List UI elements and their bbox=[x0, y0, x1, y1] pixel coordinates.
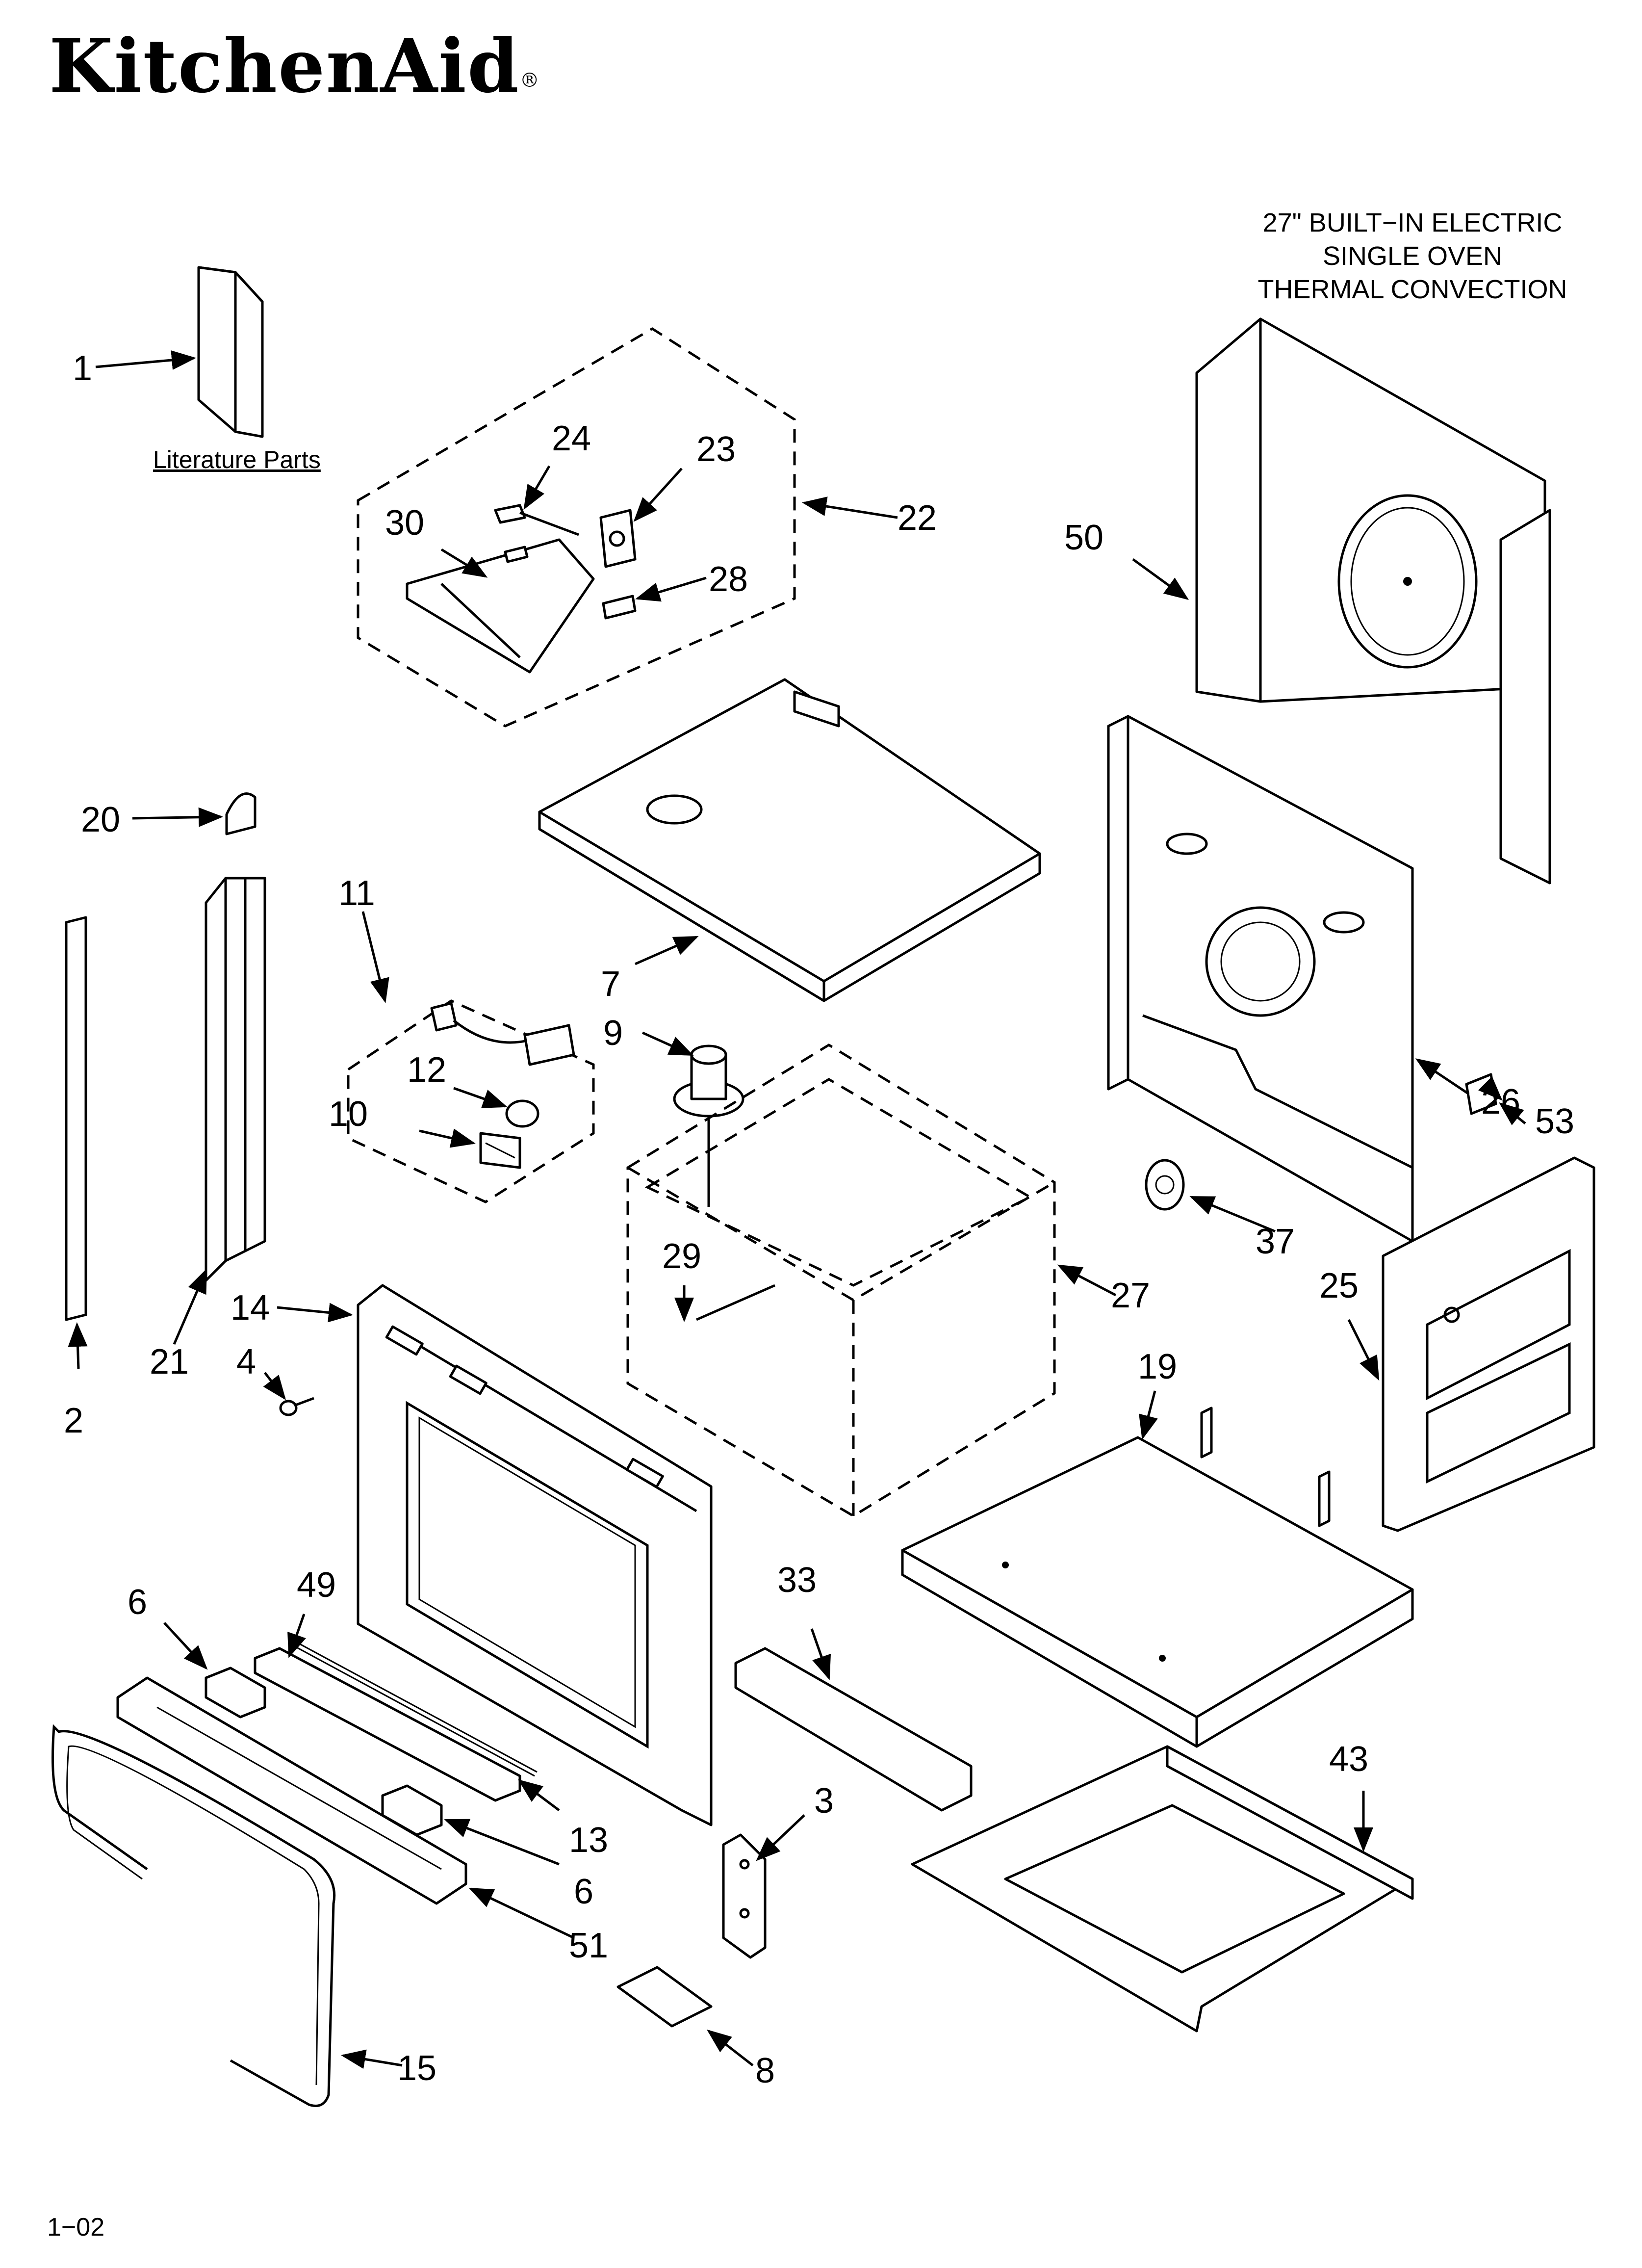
diagram-title: 27" BUILT−IN ELECTRIC SINGLE OVEN THERMA… bbox=[1216, 206, 1609, 306]
callout-2: 2 bbox=[64, 1401, 83, 1440]
callout-15: 15 bbox=[397, 2049, 436, 2088]
callout-6-upper: 6 bbox=[128, 1583, 147, 1622]
door-lock-switch bbox=[599, 509, 637, 568]
latch-switch bbox=[602, 595, 637, 620]
front-screw bbox=[279, 1397, 314, 1416]
oven-cavity bbox=[626, 1043, 1056, 1517]
callout-24: 24 bbox=[552, 419, 591, 458]
brand-name: KitchenAid bbox=[49, 23, 520, 109]
callout-9: 9 bbox=[603, 1014, 623, 1053]
callout-43: 43 bbox=[1329, 1740, 1368, 1779]
callout-29: 29 bbox=[662, 1237, 701, 1276]
callout-53: 53 bbox=[1535, 1102, 1574, 1141]
callout-37: 37 bbox=[1256, 1222, 1295, 1261]
callout-20: 20 bbox=[81, 800, 120, 839]
callout-51: 51 bbox=[569, 1926, 608, 1965]
callout-1: 1 bbox=[73, 349, 92, 388]
callout-30: 30 bbox=[385, 503, 424, 543]
control-group-outline bbox=[357, 327, 796, 728]
callout-4: 4 bbox=[236, 1342, 256, 1382]
callout-23: 23 bbox=[696, 430, 736, 469]
callout-labels: 1 2 3 4 6 6 7 8 9 10 11 12 13 14 15 19 2… bbox=[64, 349, 1574, 2090]
front-rail bbox=[734, 1647, 973, 1812]
oven-base-frame bbox=[911, 1745, 1414, 2033]
literature-booklet bbox=[197, 266, 264, 438]
convection-back-panel bbox=[1107, 715, 1414, 1243]
mounting-bracket bbox=[722, 1833, 767, 1959]
control-mounting-panel bbox=[1382, 1156, 1595, 1532]
side-trim-left bbox=[65, 916, 87, 1321]
callout-50: 50 bbox=[1064, 518, 1103, 557]
callout-8: 8 bbox=[755, 2051, 775, 2090]
callout-26: 26 bbox=[1481, 1082, 1520, 1121]
callout-13: 13 bbox=[569, 1821, 608, 1860]
title-line-2: SINGLE OVEN bbox=[1322, 241, 1503, 271]
callout-12: 12 bbox=[407, 1050, 446, 1090]
callout-6-lower: 6 bbox=[574, 1872, 593, 1911]
leader-lines bbox=[68, 350, 1526, 2069]
callout-14: 14 bbox=[231, 1288, 270, 1328]
door-gasket bbox=[51, 1724, 336, 2107]
vent-cap bbox=[225, 792, 257, 835]
revision-code: 1−02 bbox=[47, 2213, 105, 2242]
callout-25: 25 bbox=[1319, 1266, 1359, 1305]
light-bulb bbox=[505, 1099, 539, 1128]
callout-27: 27 bbox=[1111, 1276, 1150, 1315]
light-lens bbox=[479, 1132, 521, 1169]
vent-grille bbox=[116, 1676, 467, 1905]
registered-mark: ® bbox=[519, 69, 540, 92]
side-channel bbox=[205, 877, 266, 1282]
literature-parts-label: Literature Parts bbox=[153, 446, 321, 473]
callout-7: 7 bbox=[601, 965, 620, 1004]
callout-21: 21 bbox=[150, 1342, 189, 1382]
brand-logo: KitchenAid® bbox=[49, 29, 540, 103]
spacer-block-upper bbox=[205, 1667, 266, 1719]
callout-28: 28 bbox=[709, 560, 748, 599]
oven-front-frame bbox=[357, 1284, 713, 1826]
callout-11: 11 bbox=[338, 874, 375, 913]
control-bracket bbox=[406, 504, 595, 674]
oven-top-panel bbox=[538, 678, 1041, 1002]
insulation-strip bbox=[289, 1640, 538, 1777]
callout-19: 19 bbox=[1138, 1347, 1177, 1386]
callout-33: 33 bbox=[777, 1561, 817, 1600]
callout-3: 3 bbox=[814, 1781, 834, 1821]
callout-22: 22 bbox=[898, 498, 937, 538]
callout-49: 49 bbox=[297, 1565, 336, 1605]
title-line-3: THERMAL CONVECTION bbox=[1257, 275, 1567, 304]
convection-fan-motor bbox=[673, 1044, 744, 1207]
rear-panel bbox=[1195, 317, 1551, 885]
thermal-limit-switch bbox=[1145, 1159, 1185, 1211]
light-socket bbox=[430, 1002, 575, 1066]
light-assembly-outline bbox=[347, 999, 595, 1203]
callout-10: 10 bbox=[329, 1095, 368, 1134]
hinge-plate bbox=[616, 1966, 713, 2028]
title-line-1: 27" BUILT−IN ELECTRIC bbox=[1262, 208, 1563, 237]
oven-bottom-panel bbox=[901, 1407, 1414, 1748]
